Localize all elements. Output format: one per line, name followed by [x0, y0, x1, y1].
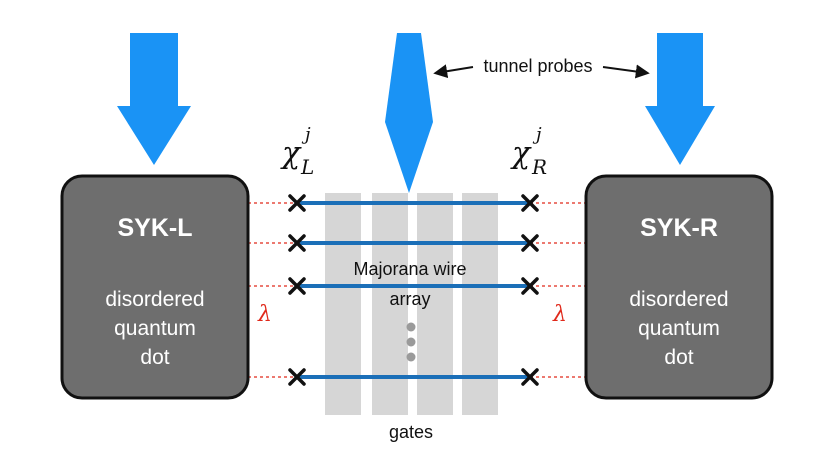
syk-left-box [60, 174, 250, 400]
chi-right-label: χ j R [510, 124, 547, 179]
ellipsis-dot-1 [406, 322, 416, 332]
majorana-wires [297, 201, 530, 379]
syk-left-line-3: dot [140, 346, 169, 369]
tunnel-probes-label: tunnel probes [483, 56, 592, 76]
probe-left [117, 33, 191, 165]
right-marker-1 [521, 194, 539, 212]
syk-right-line-1: disordered [629, 288, 728, 311]
ellipsis-dot-3 [406, 352, 416, 362]
wire-array-label-line-1: Majorana wire [353, 259, 466, 279]
syk-right-line-3: dot [664, 346, 693, 369]
left-marker-1 [288, 194, 306, 212]
chi-left-label: χ j L [280, 124, 314, 179]
left-couplings [248, 202, 297, 378]
chi-right-subscript: R [531, 155, 547, 179]
tunnel-probes-arrow-left [433, 64, 474, 79]
syk-left-dot: SYK-L disordered quantum dot [60, 174, 250, 400]
right-marker-2 [521, 234, 539, 252]
wire-array-label-line-2: array [389, 289, 430, 309]
chi-right-superscript: j [532, 124, 542, 145]
gate-bar-1 [325, 193, 361, 415]
lambda-right: λ [552, 302, 567, 327]
syk-left-line-1: disordered [105, 288, 204, 311]
chi-left-subscript: L [300, 155, 314, 179]
chi-left-superscript: j [301, 124, 311, 145]
syk-right-dot: SYK-R disordered quantum dot [584, 174, 774, 400]
lambda-left: λ [257, 302, 272, 327]
left-marker-3 [288, 277, 306, 295]
probe-right [645, 33, 715, 165]
chi-right-symbol: χ [510, 136, 532, 171]
right-couplings [530, 202, 586, 378]
majorana-markers [288, 194, 539, 386]
tunnel-probes-annotation: tunnel probes [433, 56, 650, 79]
syk-right-box [584, 174, 774, 400]
right-marker-4 [521, 368, 539, 386]
left-marker-4 [288, 368, 306, 386]
syk-right-title: SYK-R [640, 214, 718, 242]
syk-left-title: SYK-L [118, 214, 193, 242]
chi-left-symbol: χ [280, 136, 302, 171]
wire-ellipsis [406, 322, 416, 362]
left-marker-2 [288, 234, 306, 252]
ellipsis-dot-2 [406, 337, 416, 347]
right-marker-3 [521, 277, 539, 295]
tunnel-probes [117, 33, 715, 193]
tunnel-probes-arrow-right [602, 64, 650, 79]
syk-left-line-2: quantum [114, 317, 196, 340]
syk-right-line-2: quantum [638, 317, 720, 340]
gate-bar-4 [462, 193, 498, 415]
probe-center [385, 33, 433, 193]
gates-label: gates [389, 422, 433, 442]
